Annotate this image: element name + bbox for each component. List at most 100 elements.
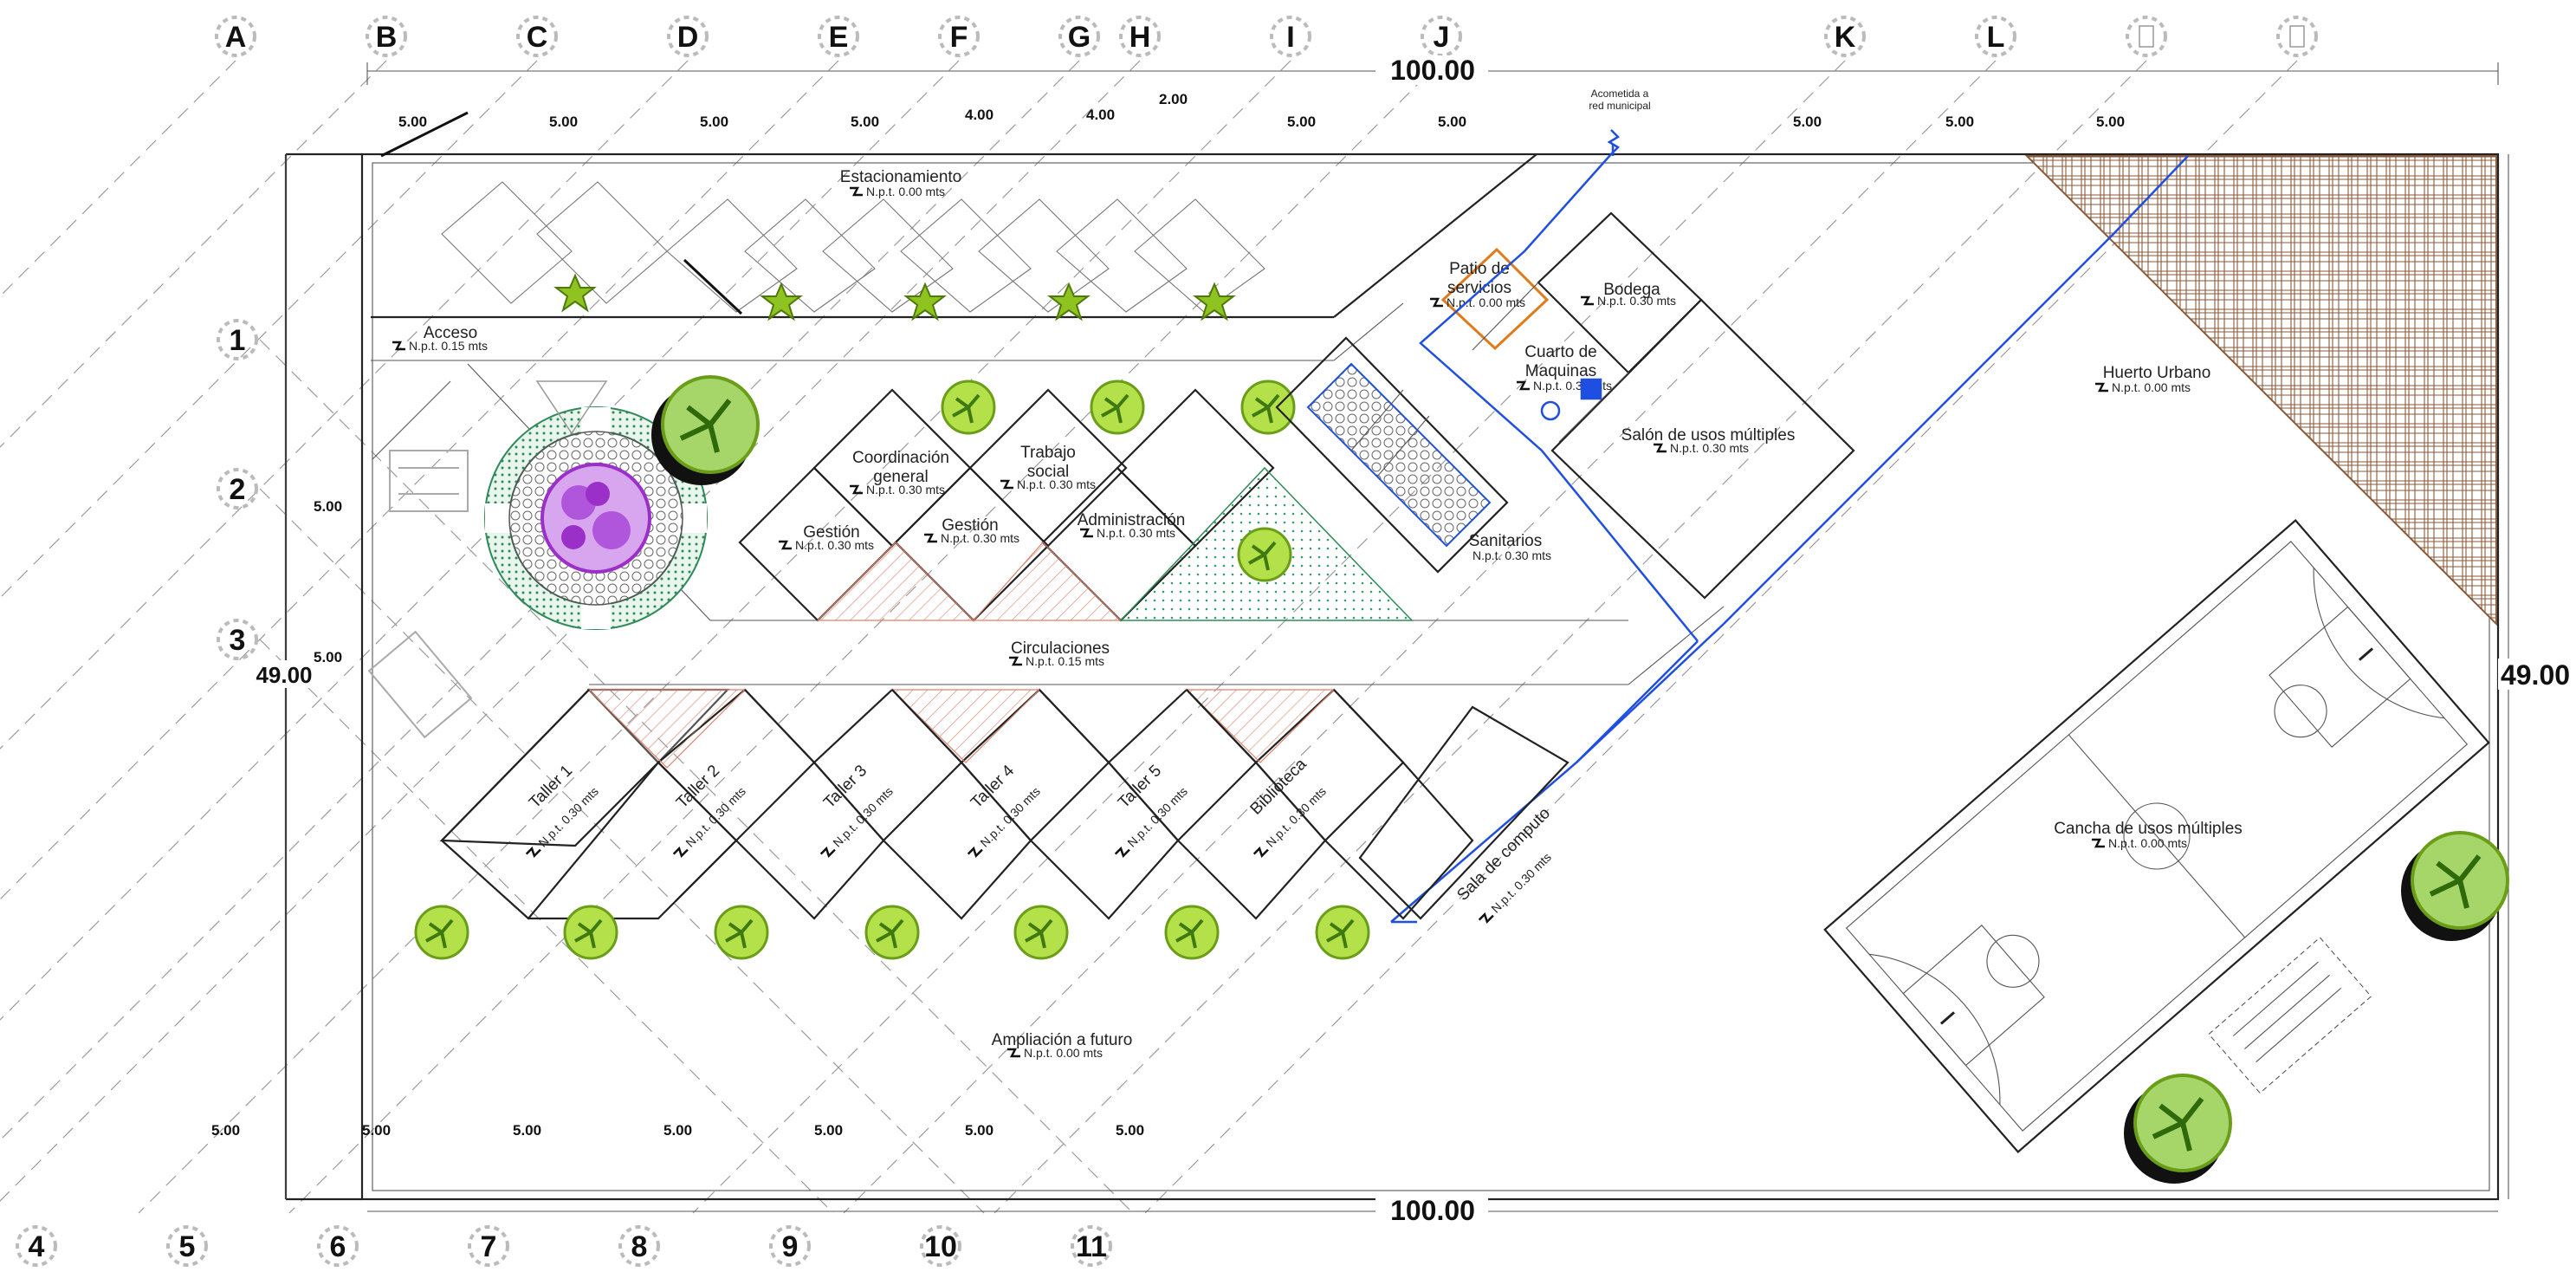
- label-trabajo-social: Trabajo social: [1020, 444, 1076, 481]
- level-cancha: N.p.t. 0.00 mts: [2090, 836, 2187, 850]
- level-gestion-1: N.p.t. 0.30 mts: [777, 538, 874, 552]
- svg-text:Taller 1: Taller 1: [526, 762, 576, 812]
- right-total-dimension: 49.00: [2501, 659, 2570, 691]
- large-tree-icon: [2124, 1075, 2230, 1184]
- svg-text:Acometida a: Acometida a: [1591, 88, 1649, 100]
- bottom-total-dimension: 100.00: [1390, 1195, 1475, 1226]
- grid-letter-markers: A B C D E F G H I J K L: [215, 16, 2318, 57]
- tree-icon: [1164, 905, 1220, 960]
- svg-text:Coordinación: Coordinación: [852, 449, 949, 467]
- grid-marker-g: G: [1058, 16, 1100, 57]
- svg-text:N.p.t. 0.00 mts: N.p.t. 0.00 mts: [1447, 295, 1525, 309]
- span-dimensions: 5.00 5.00 5.00 5.00 4.00 4.00 2.00 5.00 …: [211, 91, 2125, 1139]
- dim-left-1: 5.00: [314, 498, 342, 515]
- dim-span-8: 5.00: [1287, 114, 1316, 130]
- label-acceso: Acceso: [424, 324, 477, 342]
- dim-span-5: 4.00: [965, 107, 994, 123]
- grid-marker-5: 5: [166, 1225, 208, 1267]
- svg-text:11: 11: [1076, 1230, 1107, 1263]
- grid-line: [0, 60, 960, 1021]
- dim-span-4: 5.00: [851, 114, 879, 130]
- tree-icon: [714, 905, 769, 960]
- flower-bed: [540, 463, 651, 574]
- svg-text:J: J: [1434, 21, 1450, 54]
- dim-span-6: 4.00: [1086, 107, 1115, 123]
- svg-text:N.p.t. 0.30 mts: N.p.t. 0.30 mts: [795, 538, 874, 552]
- svg-text:N.p.t. 0.00 mts: N.p.t. 0.00 mts: [866, 185, 945, 198]
- label-sanitarios: Sanitarios: [1469, 532, 1543, 550]
- svg-text:D: D: [677, 21, 699, 54]
- level-coordinacion: N.p.t. 0.30 mts: [848, 483, 945, 496]
- label-gestion-2: Gestión: [942, 516, 998, 535]
- grid-line: [0, 60, 839, 900]
- level-sanitarios: N.p.t. 0.30 mts: [1472, 548, 1551, 562]
- svg-text:N.p.t. 0.00 mts: N.p.t. 0.00 mts: [1024, 1046, 1103, 1060]
- grid-marker-10: 10: [920, 1225, 961, 1267]
- grid-marker-3: 3: [217, 619, 258, 660]
- grid-marker-a: A: [215, 16, 256, 57]
- level-ampliacion: N.p.t. 0.00 mts: [1006, 1046, 1103, 1060]
- dim-left-2: 5.00: [314, 649, 342, 665]
- grid-marker-6: 6: [317, 1225, 359, 1267]
- svg-text:E: E: [829, 21, 849, 54]
- sanitarios-block: [1275, 336, 1509, 574]
- svg-text:Maquinas: Maquinas: [1525, 362, 1596, 380]
- grid-marker-f: F: [938, 16, 980, 57]
- label-taller-4: Taller 4: [968, 762, 1018, 812]
- label-bodega: Bodega: [1603, 281, 1660, 299]
- dim-span-12: 5.00: [2096, 114, 2125, 130]
- dashed-grid-lines: [0, 60, 2298, 1214]
- tree-icon: [864, 905, 920, 960]
- label-estacionamiento: Estacionamiento: [840, 168, 961, 186]
- large-tree-icon: [651, 377, 758, 485]
- level-huerto: N.p.t. 0.00 mts: [2094, 380, 2191, 394]
- services-block: [1440, 211, 1855, 600]
- dim-span-3: 5.00: [700, 114, 728, 130]
- level-patio: N.p.t. 0.00 mts: [1428, 295, 1525, 309]
- dim-bottom-6: 5.00: [965, 1122, 994, 1139]
- level-gestion-2: N.p.t. 0.30 mts: [922, 531, 1019, 545]
- svg-text:N.p.t. 0.30 mts: N.p.t. 0.30 mts: [1472, 548, 1551, 562]
- grid-marker-e: E: [818, 16, 859, 57]
- level-estacionamiento: N.p.t. 0.00 mts: [848, 185, 945, 198]
- site-boundary: [360, 153, 2500, 1201]
- dim-bottom-5: 5.00: [814, 1122, 843, 1139]
- shrub-icon: [555, 275, 595, 311]
- dim-span-2: 5.00: [549, 114, 578, 130]
- svg-text:K: K: [1835, 21, 1856, 54]
- grid-line: [0, 60, 236, 297]
- shrub-icon: [1049, 283, 1089, 320]
- label-patio: Patio de servicios: [1447, 260, 1511, 297]
- svg-text:L: L: [1987, 21, 2005, 54]
- grid-number-markers: 1 2 3 4 5 6 7 8 9 10 11: [16, 319, 1112, 1267]
- svg-text:1: 1: [230, 324, 246, 357]
- svg-text:9: 9: [782, 1230, 799, 1263]
- grid-marker-h: H: [1119, 16, 1161, 57]
- grid-line: [843, 60, 1997, 1214]
- level-administracion: N.p.t. 0.30 mts: [1078, 526, 1175, 540]
- svg-text:Taller 5: Taller 5: [1115, 762, 1165, 812]
- dim-span-9: 5.00: [1438, 114, 1466, 130]
- grid-marker-i: I: [1270, 16, 1311, 57]
- svg-text:N.p.t. 0.15 mts: N.p.t. 0.15 mts: [1026, 654, 1104, 668]
- svg-text:N.p.t. 0.30 mts: N.p.t. 0.30 mts: [1097, 526, 1175, 540]
- grid-marker-c: C: [516, 16, 558, 57]
- label-salon: Salón de usos múltiples: [1621, 426, 1796, 445]
- svg-text:N.p.t. 0.00 mts: N.p.t. 0.00 mts: [2112, 380, 2191, 394]
- service-lines: [1390, 129, 2189, 924]
- svg-text:Taller 4: Taller 4: [968, 762, 1018, 812]
- svg-text:G: G: [1068, 21, 1091, 54]
- svg-text:8: 8: [631, 1230, 648, 1263]
- dim-span-10: 5.00: [1793, 114, 1822, 130]
- label-circulaciones: Circulaciones: [1011, 639, 1110, 658]
- label-administracion: Administración: [1078, 511, 1186, 529]
- svg-text:B: B: [376, 21, 398, 54]
- overall-dimensions: 100.00 100.00 49.00 49.00: [251, 55, 2573, 1226]
- grid-line: [138, 60, 1291, 1214]
- label-coordinacion: Coordinación general: [852, 449, 949, 486]
- label-taller-5: Taller 5: [1115, 762, 1165, 812]
- level-acceso: N.p.t. 0.15 mts: [391, 339, 488, 353]
- svg-text:N.p.t. 0.30 mts: N.p.t. 0.30 mts: [1017, 477, 1096, 491]
- tree-icon: [414, 905, 469, 960]
